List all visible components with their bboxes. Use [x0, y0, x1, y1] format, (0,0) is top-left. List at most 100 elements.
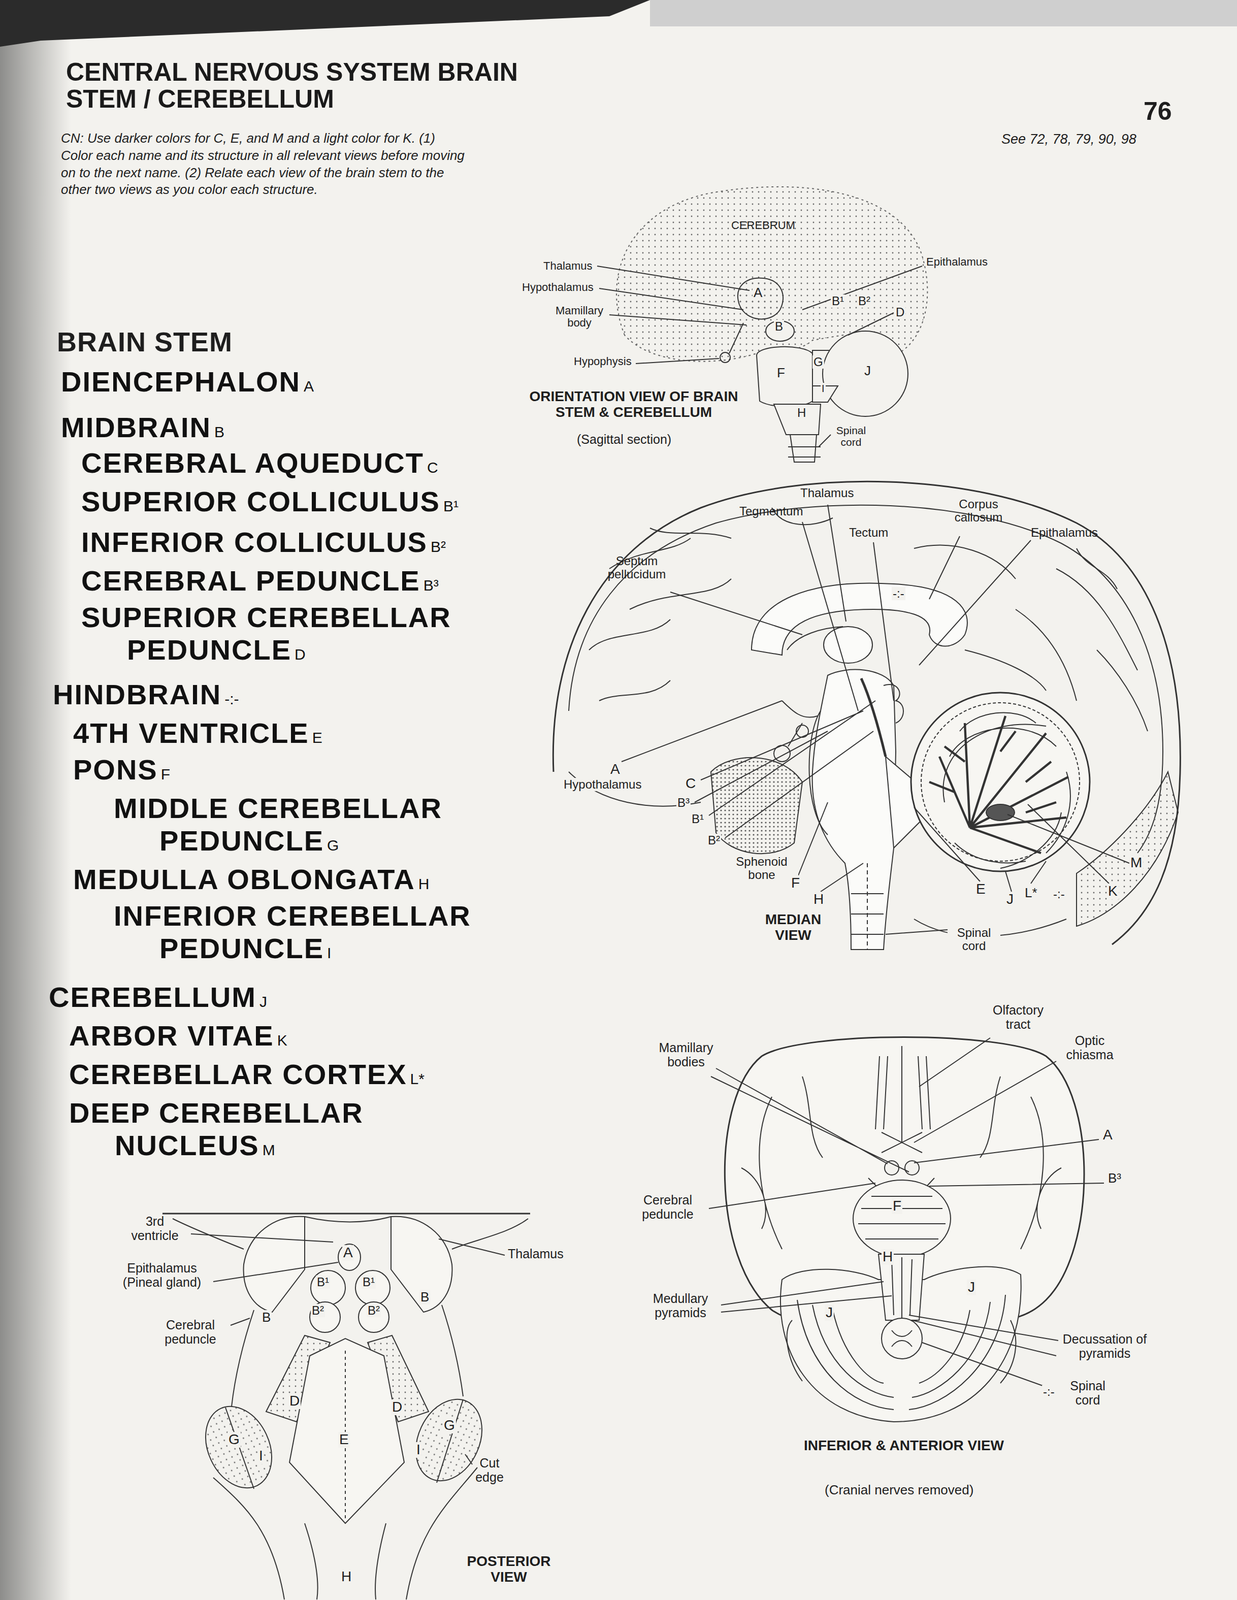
structure-name-entry: PONSF	[73, 753, 505, 787]
structure-letter: G	[327, 836, 339, 854]
illustration-stroke	[190, 1233, 505, 1465]
structure-letter: G	[812, 355, 825, 369]
view-caption: MEDIAN VIEW	[757, 912, 829, 944]
page-title: CENTRAL NERVOUS SYSTEM BRAIN STEM / CERE…	[66, 58, 524, 113]
structure-letter: H	[418, 875, 430, 893]
callout-label: Thalamus	[800, 486, 854, 500]
illustration-stroke	[861, 678, 886, 757]
callout-label: Optic chiasma	[1054, 1033, 1126, 1062]
structure-letter: H	[812, 891, 825, 908]
structure-name: MEDULLA OBLONGATA	[73, 863, 416, 896]
callout-label: Epithalamus	[1030, 526, 1098, 540]
structure-name-entry: MEDULLA OBLONGATAH	[73, 863, 505, 896]
structure-letter: J	[259, 993, 268, 1011]
orientation-view	[597, 186, 928, 463]
structure-letter: B²	[857, 294, 872, 308]
structure-letter: D	[894, 305, 906, 319]
structure-name: DEEP CEREBELLAR NUCLEUS	[69, 1096, 364, 1162]
illustration-stroke	[942, 712, 1070, 869]
structure-letter: E	[974, 881, 987, 898]
illustration-stroke	[986, 804, 1015, 821]
structure-name: CEREBRAL AQUEDUCT	[81, 446, 425, 479]
structure-letter: I	[327, 944, 332, 962]
illustration-stroke	[0, 0, 72, 1600]
structure-letter: M	[262, 1141, 276, 1159]
structure-letter: K	[277, 1031, 288, 1049]
callout-label: See 72, 78, 79, 90, 98	[1001, 132, 1137, 148]
illustration-stroke	[790, 434, 817, 463]
structure-name: DIENCEPHALON	[60, 365, 301, 398]
structure-letter: F	[790, 875, 801, 892]
callout-label: Thalamus	[543, 259, 593, 273]
structure-letter: I	[415, 1442, 422, 1458]
structure-letter: M	[1129, 855, 1144, 871]
illustration-stroke	[782, 700, 818, 718]
structure-name-entry: CEREBRAL AQUEDUCTC	[81, 446, 513, 480]
illustration-stroke	[822, 331, 908, 417]
structure-letter: B³	[423, 576, 439, 594]
structure-letter: B¹	[361, 1275, 376, 1289]
structure-letter: A	[342, 1245, 354, 1261]
illustration-stroke	[737, 277, 784, 319]
structure-letter: H	[881, 1249, 894, 1265]
structure-name-entry: CEREBELLUMJ	[48, 981, 481, 1014]
structure-letter: F	[775, 365, 787, 381]
structure-name: HINDBRAIN	[52, 678, 222, 711]
illustration-stroke	[724, 1037, 1085, 1323]
illustration-stroke	[0, 0, 650, 47]
view-caption: BRAIN STEM	[56, 327, 233, 357]
structure-letter: D	[294, 645, 306, 663]
callout-label: Epithalamus (Pineal gland)	[113, 1261, 211, 1290]
illustration-stroke	[883, 684, 904, 724]
structure-name: CEREBELLAR CORTEX	[69, 1058, 408, 1091]
structure-letter: B¹	[830, 294, 845, 308]
callout-label: Hypothalamus	[562, 777, 643, 792]
inferior-view	[708, 1037, 1104, 1423]
structure-name: 4TH VENTRICLE	[73, 717, 310, 750]
callout-label: (Sagittal section)	[576, 432, 672, 447]
illustration-stroke	[910, 692, 1090, 872]
structure-letter: B¹	[443, 497, 459, 515]
structure-letter: L*	[1023, 885, 1039, 901]
illustration-stroke	[788, 723, 803, 747]
posterior-view	[162, 1213, 531, 1600]
illustration-stroke	[729, 322, 744, 354]
illustration-stroke	[309, 1301, 341, 1333]
illustration-stroke	[192, 1395, 285, 1500]
callout-label: Hypophysis	[573, 355, 632, 368]
illustration-stroke	[225, 1407, 254, 1489]
illustration-stroke	[310, 1270, 346, 1306]
structure-name-entry: INFERIOR COLLICULUSB²	[81, 526, 513, 559]
illustration-stroke	[355, 1270, 390, 1306]
structure-letter: H	[340, 1569, 353, 1585]
view-caption: INFERIOR & ANTERIOR VIEW	[802, 1438, 1006, 1454]
structure-letter: B¹	[690, 812, 705, 826]
illustration-stroke	[391, 1216, 452, 1313]
structure-name-entry: MIDBRAINB	[60, 411, 493, 444]
callout-label: Septum pellucidum	[591, 554, 683, 582]
structure-name-entry: INFERIOR CEREBELLAR PEDUNCLEI	[113, 899, 546, 966]
structure-letter: -:-	[1052, 887, 1066, 901]
structure-letter: J	[966, 1279, 976, 1296]
structure-letter: F	[160, 765, 171, 783]
callout-label: Olfactory tract	[980, 1003, 1057, 1032]
callout-label: Cut edge	[469, 1456, 510, 1485]
illustration-stroke	[891, 1257, 913, 1319]
structure-name: PONS	[73, 753, 158, 786]
structure-letter: E	[312, 729, 323, 746]
view-caption: ORIENTATION VIEW OF BRAIN STEM & CEREBEL…	[522, 388, 746, 421]
structure-letter: B	[419, 1289, 431, 1305]
illustration-stroke	[243, 1216, 305, 1313]
structure-letter: B²	[366, 1304, 381, 1318]
structure-name-entry: ARBOR VITAEK	[69, 1019, 501, 1053]
callout-label: Medullary pyramids	[639, 1291, 722, 1320]
illustration-stroke	[621, 504, 1130, 935]
illustration-stroke	[823, 626, 873, 664]
illustration-stroke	[289, 1338, 405, 1524]
callout-label: (Cranial nerves removed)	[824, 1482, 974, 1498]
structure-letter: I	[257, 1448, 265, 1464]
structure-letter: E	[338, 1431, 350, 1448]
illustration-stroke	[741, 1076, 1062, 1250]
